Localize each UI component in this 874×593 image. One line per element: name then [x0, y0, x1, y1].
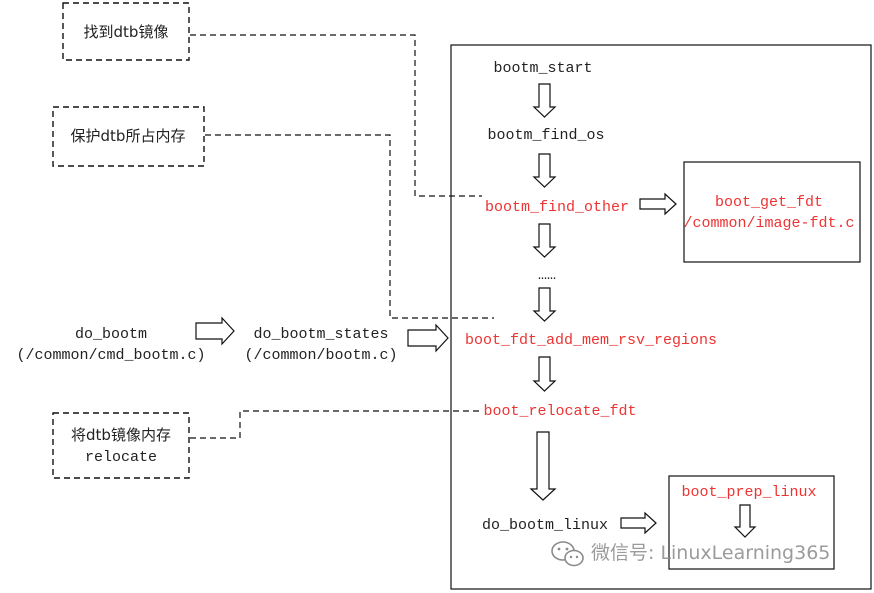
note-find-dtb-box — [62, 2, 190, 61]
node-boot-relocate-fdt: boot_relocate_fdt — [483, 403, 636, 420]
node-do-bootm-states-path: (/common/bootm.c) — [244, 347, 397, 364]
main-flow-container — [450, 44, 872, 590]
boot-prep-linux-label: boot_prep_linux — [681, 484, 816, 501]
connector-relocate-dtb — [190, 410, 482, 439]
down-arrow-prep-linux — [733, 504, 757, 538]
down-arrow-long — [529, 431, 557, 501]
note-protect-dtb-text: 保护dtb所占内存 — [71, 127, 186, 145]
down-arrow-5 — [532, 356, 557, 392]
node-do-bootm-states: do_bootm_states — [253, 326, 388, 343]
node-ellipsis: …… — [538, 267, 556, 284]
boot-get-fdt-box — [683, 161, 861, 263]
watermark: 微信号: LinuxLearning365 — [551, 541, 830, 567]
connector-protect-dtb — [205, 134, 494, 319]
note-protect-dtb-box — [52, 106, 205, 167]
node-do-bootm-path: (/common/cmd_bootm.c) — [16, 347, 205, 364]
right-arrow-entry-1 — [195, 316, 235, 346]
watermark-text: 微信号: LinuxLearning365 — [591, 542, 830, 564]
node-do-bootm: do_bootm — [75, 326, 147, 343]
node-bootm-start: bootm_start — [493, 60, 592, 77]
down-arrow-4 — [532, 287, 557, 322]
node-bootm-find-other: bootm_find_other — [485, 199, 629, 216]
down-arrow-2 — [532, 153, 557, 188]
right-arrow-find-other — [639, 192, 677, 216]
node-boot-fdt-add-mem-rsv-regions: boot_fdt_add_mem_rsv_regions — [465, 332, 717, 349]
wechat-icon — [551, 541, 584, 567]
note-relocate-dtb-text-1: 将dtb镜像内存 — [71, 426, 171, 444]
note-relocate-dtb-box — [52, 412, 190, 479]
right-arrow-do-bootm-linux — [620, 511, 657, 535]
right-arrow-entry-2 — [407, 323, 449, 353]
down-arrow-1 — [532, 83, 557, 118]
connector-find-dtb — [190, 34, 482, 197]
note-find-dtb-text: 找到dtb镜像 — [84, 23, 169, 41]
boot-get-fdt-label: boot_get_fdt — [715, 194, 823, 211]
node-bootm-find-os: bootm_find_os — [487, 127, 604, 144]
down-arrow-3 — [532, 223, 557, 258]
node-do-bootm-linux: do_bootm_linux — [482, 517, 608, 534]
boot-get-fdt-path: /common/image-fdt.c — [683, 215, 854, 232]
boot-prep-linux-box — [668, 475, 835, 570]
note-relocate-dtb-text-2: relocate — [85, 449, 157, 466]
